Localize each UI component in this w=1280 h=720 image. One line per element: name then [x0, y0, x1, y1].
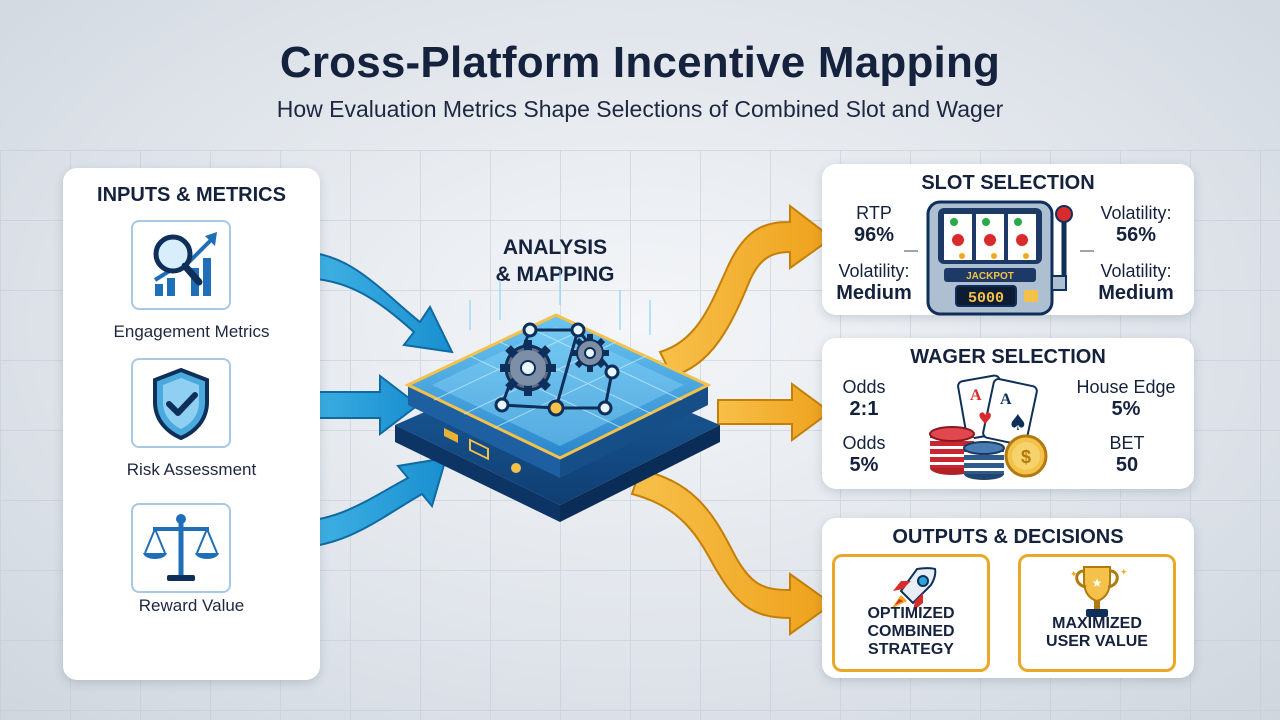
card-rank-black: A	[1000, 391, 1012, 408]
maximized-value-tile[interactable]: ★ ✦ ✦ MAXIMIZED USER VALUE	[1018, 554, 1176, 672]
slot-volatility-left-label: Volatility:	[838, 261, 910, 281]
optimized-strategy-tile[interactable]: OPTIMIZED COMBINED STRATEGY	[832, 554, 990, 672]
coin-icon: $	[1004, 434, 1048, 478]
cherry-icon	[950, 218, 1029, 259]
wager-odds-bottom-metric: Odds 5%	[834, 432, 894, 476]
divider	[904, 250, 918, 252]
analysis-mapping-title: ANALYSIS & MAPPING	[495, 236, 615, 286]
card-rank-red: A	[970, 387, 982, 404]
svg-text:♠: ♠	[1008, 411, 1028, 436]
slot-volatility-right-bottom-metric: Volatility: Medium	[1084, 260, 1188, 304]
slot-machine-icon: JACKPOT 5000	[926, 200, 1073, 316]
slot-selection-title: SLOT SELECTION	[921, 172, 1095, 194]
wager-odds-top-value: 2:1	[849, 398, 879, 420]
wager-odds-bottom-label: Odds	[842, 433, 886, 453]
wager-selection-card: WAGER SELECTION Odds 2:1 Odds 5% House E…	[822, 338, 1194, 489]
page-title: Cross-Platform Incentive Mapping	[279, 38, 1001, 87]
svg-text:★: ★	[1092, 576, 1103, 590]
page-subtitle: How Evaluation Metrics Shape Selections …	[276, 96, 1004, 122]
maximized-value-label: MAXIMIZED USER VALUE	[1046, 615, 1148, 650]
output-arrow-slot	[658, 203, 834, 378]
slot-volatility-left-value: Medium	[836, 282, 912, 304]
slot-volatility-left-metric: Volatility: Medium	[830, 260, 918, 304]
risk-assessment-label: Risk Assessment	[126, 460, 257, 479]
wager-selection-title: WAGER SELECTION	[910, 346, 1106, 368]
svg-text:♥: ♥	[978, 409, 992, 428]
slot-volatility-right-top-label: Volatility:	[1100, 203, 1172, 223]
slot-rtp-label: RTP	[856, 203, 892, 223]
svg-text:✦: ✦	[1120, 568, 1128, 578]
slot-volatility-right-bottom-value: Medium	[1098, 282, 1174, 304]
wager-house-edge-value: 5%	[1111, 398, 1141, 420]
outputs-card-title: OUTPUTS & DECISIONS	[892, 526, 1124, 548]
slot-volatility-right-bottom-label: Volatility:	[1100, 261, 1172, 281]
inputs-card-title: INPUTS & METRICS	[97, 184, 286, 206]
wager-bet-value: 50	[1115, 454, 1139, 476]
wager-bet-label: BET	[1109, 433, 1145, 453]
slot-volatility-right-top-metric: Volatility: 56%	[1084, 202, 1188, 246]
casino-chips-icon	[929, 426, 1005, 480]
shield-check-icon	[153, 367, 209, 441]
gear-small-icon	[571, 334, 609, 372]
svg-text:✦: ✦	[1070, 570, 1078, 580]
slot-volatility-right-top-value: 56%	[1115, 224, 1157, 246]
outputs-card: OUTPUTS & DECISIONS OPTIMIZED COMBINED S…	[822, 518, 1194, 678]
reward-value-label: Reward Value	[138, 596, 245, 615]
slot-selection-card: SLOT SELECTION RTP 96% Volatility: Mediu…	[822, 164, 1194, 316]
divider	[1080, 250, 1094, 252]
wager-bet-metric: BET 50	[1092, 432, 1162, 476]
wager-odds-bottom-value: 5%	[849, 454, 879, 476]
slot-display-value: 5000	[968, 290, 1004, 307]
output-arrow-wager	[717, 382, 832, 442]
magnifier-chart-icon	[153, 232, 217, 296]
balance-scale-icon	[143, 514, 219, 581]
jackpot-banner: JACKPOT	[966, 271, 1014, 282]
rocket-icon	[891, 567, 937, 611]
reward-value-tile[interactable]	[131, 503, 231, 593]
risk-assessment-tile[interactable]	[131, 358, 231, 448]
engagement-metrics-label: Engagement Metrics	[113, 322, 270, 341]
slot-rtp-metric: RTP 96%	[830, 202, 918, 246]
slot-rtp-value: 96%	[853, 224, 895, 246]
cards-chips-icon: A A ♠ ♥ $	[929, 374, 1048, 480]
optimized-strategy-label: OPTIMIZED COMBINED STRATEGY	[867, 605, 955, 658]
output-arrow-outputs	[630, 468, 834, 636]
wager-house-edge-label: House Edge	[1076, 377, 1176, 397]
gear-icon	[500, 340, 556, 396]
inputs-card: INPUTS & METRICS Engagement Metrics Risk…	[63, 168, 320, 680]
playing-cards-icon: A A ♠ ♥	[957, 374, 1038, 446]
wager-house-edge-metric: House Edge 5%	[1070, 376, 1182, 420]
coin-symbol: $	[1021, 447, 1031, 467]
engagement-metrics-tile[interactable]	[131, 220, 231, 310]
wager-odds-top-label: Odds	[842, 377, 886, 397]
wager-odds-top-metric: Odds 2:1	[834, 376, 894, 420]
trophy-icon: ★ ✦ ✦	[1070, 566, 1128, 617]
